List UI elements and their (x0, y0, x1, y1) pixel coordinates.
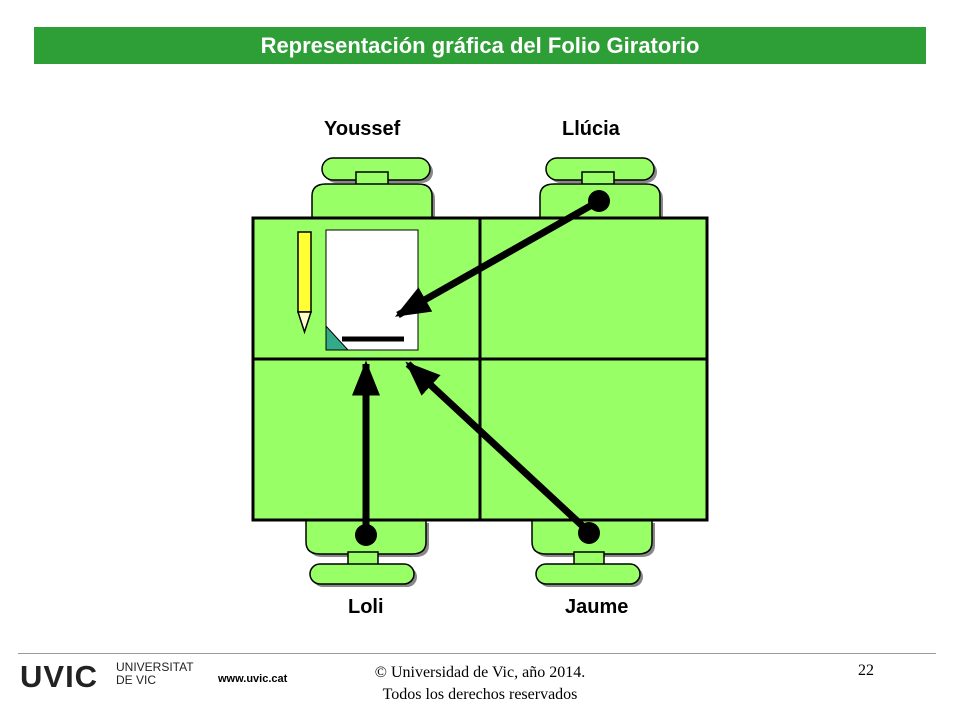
arrow-jaume-to-paper (405, 361, 592, 535)
arrow-llucia-to-paper (394, 197, 601, 319)
slide-title: Representación gráfica del Folio Girator… (34, 27, 926, 64)
website-link[interactable]: www.uvic.cat (218, 673, 288, 685)
footer-divider (18, 653, 936, 654)
paper-sheet-icon (325, 229, 419, 351)
copyright-line-2: Todos los derechos reservados (382, 686, 578, 703)
person-label-llucia: Llúcia (562, 118, 620, 140)
arrow-start-dot-jaume (578, 522, 600, 544)
uvic-logo-mark: UVIC (20, 659, 99, 694)
copyright-notice: © Universidad de Vic, año 2014. Todos lo… (350, 662, 610, 706)
arrow-start-dot-loli (355, 524, 377, 546)
logo-line-1: UNIVERSITAT (116, 660, 194, 674)
desk-top-right (478, 216, 709, 361)
pencil-icon (296, 231, 313, 335)
copyright-line-1: © Universidad de Vic, año 2014. (374, 664, 586, 681)
logo-line-2: DE VIC (116, 673, 157, 687)
arrow-start-dot-llucia (588, 190, 610, 212)
person-label-youssef: Youssef (324, 118, 401, 140)
uvic-logo-text: UNIVERSITAT DE VIC (116, 661, 194, 687)
person-label-loli: Loli (348, 596, 384, 618)
chair-top-right (539, 157, 663, 221)
desk-bottom-right (478, 357, 709, 522)
chair-top-left (311, 157, 435, 221)
desk-grid (251, 216, 709, 522)
person-label-jaume: Jaume (565, 596, 629, 618)
uvic-logo: UVIC UNIVERSITAT DE VIC (20, 657, 220, 694)
page-number: 22 (858, 662, 874, 679)
rotation-arrows (352, 190, 610, 546)
